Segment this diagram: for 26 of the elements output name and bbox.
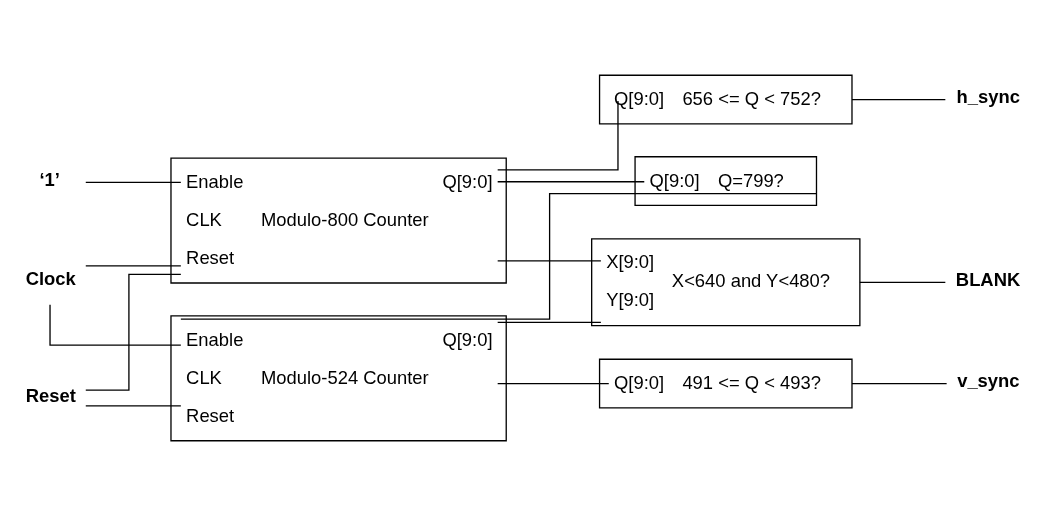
node-box: Enable Modulo-800 Counter Q[9:0] CLK Reset	[170, 156, 507, 284]
node-box: Q[9:0] Q=799?	[634, 155, 818, 206]
node-text: Clock	[25, 267, 76, 289]
connector	[85, 181, 182, 183]
node-text: h_sync	[956, 85, 1020, 107]
node-text: Reset	[25, 384, 76, 406]
connector	[497, 259, 602, 262]
connector	[85, 264, 182, 267]
node-text: v_sync	[957, 369, 1020, 391]
node-box: X[9:0] X<640 and Y<480? Y[9:0]	[591, 237, 861, 326]
connector	[497, 99, 619, 171]
node-text: BLANK	[955, 268, 1021, 290]
node-box: Q[9:0] 491 <= Q < 493?	[598, 358, 853, 409]
connector	[85, 273, 182, 391]
connector	[851, 382, 948, 384]
connector	[859, 281, 946, 283]
node-text: ‘1’	[39, 168, 60, 190]
node-box: Q[9:0] 656 <= Q < 752?	[598, 74, 853, 125]
connector	[497, 180, 645, 182]
connector	[49, 303, 182, 346]
node-box: Enable Modulo-524 Counter Q[9:0] CLK Reset	[170, 314, 507, 441]
connector	[497, 321, 602, 323]
connector	[497, 382, 610, 384]
connector	[85, 404, 182, 407]
connector	[851, 98, 946, 100]
connector	[180, 192, 818, 320]
